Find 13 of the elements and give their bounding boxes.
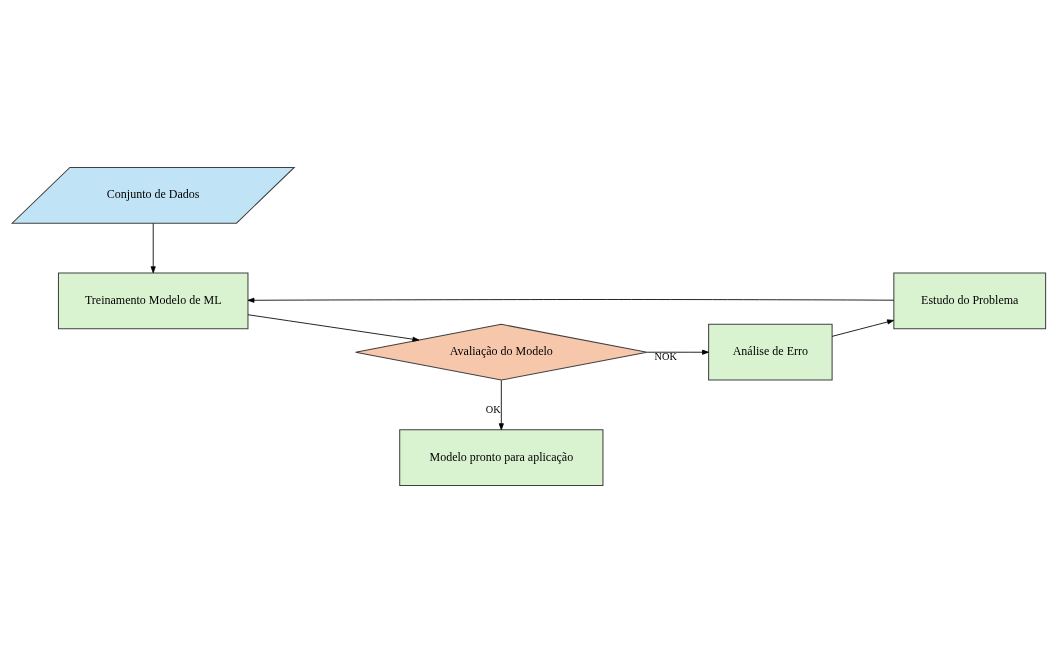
arrow	[498, 379, 504, 431]
edge-label: OK	[485, 404, 501, 416]
edge-label: NOK	[654, 351, 677, 363]
arrow	[247, 314, 420, 342]
node-box: Análise de Erro	[708, 323, 833, 381]
node-box: Treinamento Modelo de ML	[57, 272, 249, 330]
arrow	[646, 349, 709, 355]
arrow	[247, 297, 895, 303]
node-diamond: Avaliação do Modelo	[355, 323, 648, 381]
arrow	[831, 319, 894, 337]
node-box: Modelo pronto para aplicação	[399, 429, 604, 487]
arrow	[150, 223, 156, 274]
node-box: Estudo do Problema	[893, 272, 1047, 330]
